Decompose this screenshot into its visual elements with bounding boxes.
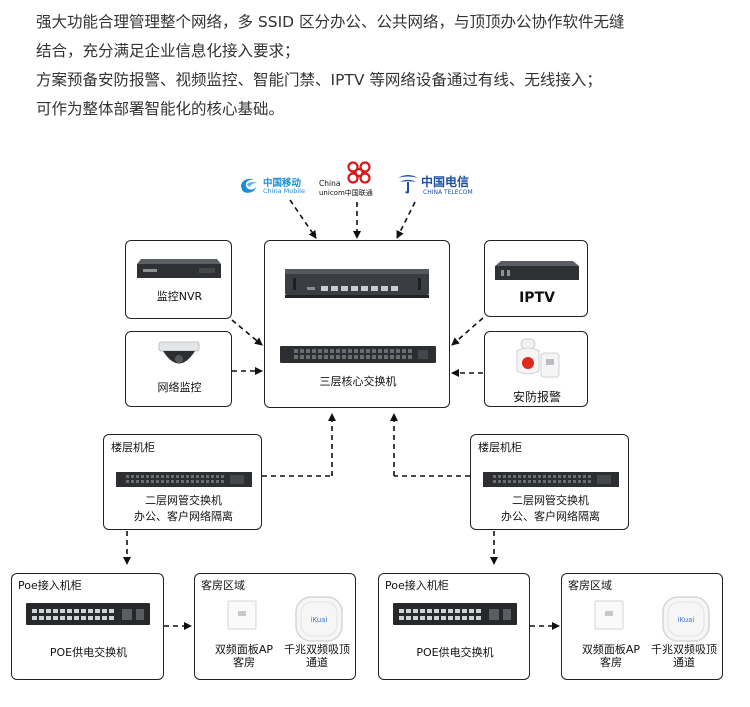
china-telecom-logo: 中国电信 CHINA TELECOM xyxy=(396,170,480,200)
ceiling-ap-left-label-1: 千兆双频吸顶 xyxy=(284,643,350,656)
panel-ap-right-device xyxy=(594,600,624,630)
intro-line-2: 结合，充分满足企业信息化接入要求； xyxy=(36,42,300,60)
guest-area-right-title: 客房区域 xyxy=(568,579,612,592)
poe-cabinet-left: Poe接入机柜 POE供电交换机 xyxy=(11,573,164,680)
guest-area-right: 客房区域 iKuai 双频面板AP 客房 千兆双频吸顶 通道 xyxy=(561,573,723,680)
alarm-sensor-device xyxy=(516,338,560,378)
floor-note-left: 办公、客户网络隔离 xyxy=(134,510,233,523)
intro-line-4: 可作为整体部署智能化的核心基础。 xyxy=(36,100,285,118)
floor-cabinet-right-title: 楼层机柜 xyxy=(478,441,522,454)
china-mobile-logo: 中国移动 China Mobile xyxy=(237,172,309,200)
floor-cabinet-left: 楼层机柜 二层网管交换机 办公、客户网络隔离 xyxy=(103,434,262,530)
alarm-label: 安防报警 xyxy=(512,390,561,404)
china-unicom-logo: China unicom中国联通 xyxy=(319,160,381,200)
panel-ap-right-label-1: 双频面板AP xyxy=(581,643,641,656)
panel-ap-left-device xyxy=(227,600,257,630)
link-telecom-core xyxy=(396,201,416,239)
poe-cabinet-right: Poe接入机柜 POE供电交换机 xyxy=(378,573,530,680)
panel-ap-right-label-2: 客房 xyxy=(600,656,622,669)
dome-camera-device xyxy=(158,341,200,364)
poe-switch-right-device xyxy=(393,603,517,625)
china-unicom-en-text-2: unicom中国联通 xyxy=(319,189,373,197)
nvr-device xyxy=(137,259,221,278)
china-telecom-cn-text: 中国电信 xyxy=(421,175,470,189)
iptv-device xyxy=(495,261,579,280)
alarm-box: 安防报警 xyxy=(484,331,588,407)
nvr-box: 监控NVR xyxy=(125,240,232,319)
intro-text: 强大功能合理管理整个网络，多 SSID 区分办公、公共网络，与顶顶办公协作软件无… xyxy=(36,8,736,124)
ceiling-ap-right-label-1: 千兆双频吸顶 xyxy=(651,643,717,656)
iptv-label: IPTV xyxy=(519,290,555,306)
link-iptv-core xyxy=(451,317,484,346)
floor-cabinet-left-title: 楼层机柜 xyxy=(111,441,155,454)
camera-box: 网络监控 xyxy=(125,331,232,407)
poe-switch-right-label: POE供电交换机 xyxy=(416,646,494,659)
china-mobile-cn-text: 中国移动 xyxy=(263,178,302,189)
china-unicom-en-text-1: China xyxy=(319,179,341,188)
ceiling-ap-left-device: iKuai xyxy=(295,596,343,642)
china-telecom-en-text: CHINA TELECOM xyxy=(423,189,473,196)
intro-line-1: 强大功能合理管理整个网络，多 SSID 区分办公、公共网络，与顶顶办公协作软件无… xyxy=(36,13,625,31)
iptv-box: IPTV xyxy=(484,240,588,317)
ceiling-ap-right-device: iKuai xyxy=(662,596,710,642)
floor-switch-right-label: 二层网管交换机 xyxy=(512,494,589,507)
poe-cabinet-right-title: Poe接入机柜 xyxy=(385,579,449,592)
router-device xyxy=(285,269,429,298)
panel-ap-left-label-1: 双频面板AP xyxy=(214,643,274,656)
poe-cabinet-left-title: Poe接入机柜 xyxy=(18,579,82,592)
floor-note-right: 办公、客户网络隔离 xyxy=(501,510,600,523)
core-network-box: 三层核心交换机 xyxy=(264,240,450,408)
floor-switch-left-device xyxy=(116,472,252,487)
core-switch-label: 三层核心交换机 xyxy=(319,375,397,388)
panel-ap-left-label-2: 客房 xyxy=(233,656,255,669)
china-mobile-en-text: China Mobile xyxy=(263,187,305,195)
floor-switch-right-device xyxy=(483,472,619,487)
ceiling-ap-left-label-2: 通道 xyxy=(306,656,328,669)
ceiling-ap-right-label-2: 通道 xyxy=(673,656,695,669)
link-nvr-core xyxy=(231,319,263,346)
camera-label: 网络监控 xyxy=(157,381,202,394)
floor-cabinet-right: 楼层机柜 二层网管交换机 办公、客户网络隔离 xyxy=(470,434,629,530)
poe-switch-left-label: POE供电交换机 xyxy=(49,646,128,659)
ap-brand-text-right: iKuai xyxy=(678,616,695,624)
poe-switch-left-device xyxy=(26,603,150,625)
ap-brand-text-left: iKuai xyxy=(311,616,328,624)
intro-line-3: 方案预备安防报警、视频监控、智能门禁、IPTV 等网络设备通过有线、无线接入； xyxy=(36,71,602,89)
floor-switch-left-label: 二层网管交换机 xyxy=(145,494,222,507)
nvr-label: 监控NVR xyxy=(156,290,203,303)
link-mobile-core xyxy=(289,199,317,239)
core-switch-device xyxy=(280,346,436,363)
guest-area-left: 客房区域 iKuai 双频面板AP 客房 千兆双频吸顶 通道 xyxy=(194,573,356,680)
guest-area-left-title: 客房区域 xyxy=(201,579,245,592)
